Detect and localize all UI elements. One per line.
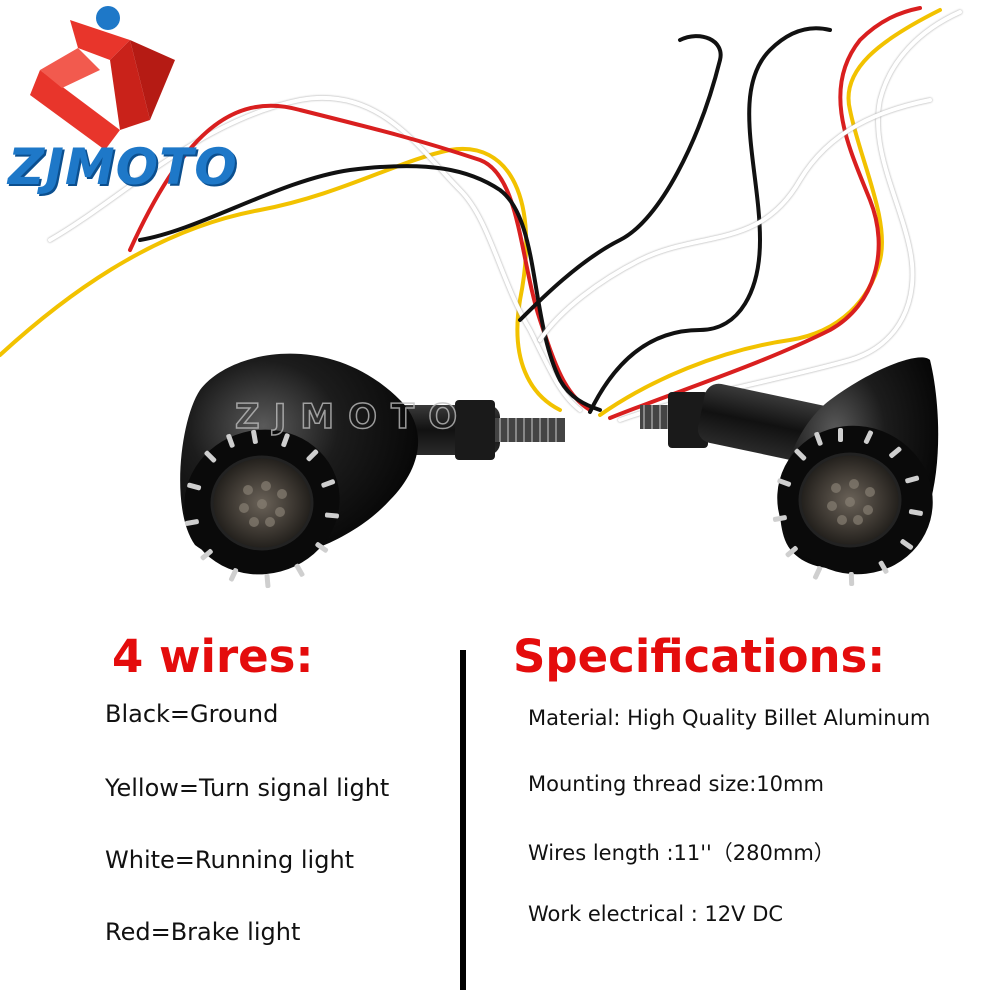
spec-item-thread: Mounting thread size:10mm xyxy=(528,772,824,796)
wire-item-yellow: Yellow=Turn signal light xyxy=(105,774,390,802)
brand-name: ZJMOTO xyxy=(8,138,238,196)
wire-item-red: Red=Brake light xyxy=(105,918,301,946)
wires-heading: 4 wires: xyxy=(112,630,314,683)
spec-item-wire-length: Wires length :11''（280mm） xyxy=(528,841,835,865)
right-turn-signal xyxy=(640,357,939,587)
watermark: ZJMOTO xyxy=(235,397,471,437)
wire-item-black: Black=Ground xyxy=(105,700,279,728)
left-turn-signal xyxy=(180,353,565,589)
wire-item-white: White=Running light xyxy=(105,846,355,874)
wire-harness-left xyxy=(0,96,602,412)
section-divider xyxy=(460,650,466,990)
wire-harness-right xyxy=(518,6,962,422)
brand-logo xyxy=(30,6,175,150)
product-photo: ZJMOTO xyxy=(0,6,962,589)
specifications-heading: Specifications: xyxy=(513,630,886,683)
spec-item-electrical: Work electrical : 12V DC xyxy=(528,902,784,926)
spec-item-material: Material: High Quality Billet Aluminum xyxy=(528,706,931,730)
logo-emblem-icon xyxy=(30,6,175,150)
